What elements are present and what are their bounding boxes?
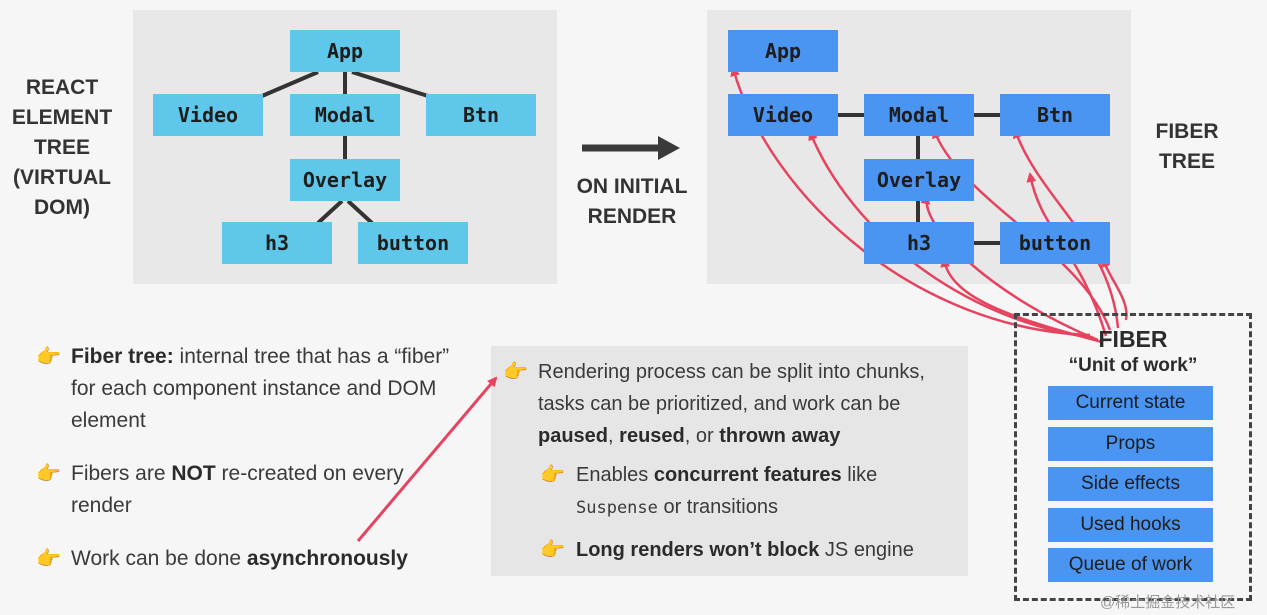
bullet-rendering-process: 👉 Rendering process can be split into ch… <box>503 356 958 452</box>
fiber-node-overlay: Overlay <box>864 159 974 201</box>
react-node-modal: Modal <box>290 94 400 136</box>
fiber-node-button: button <box>1000 222 1110 264</box>
fiber-unit-title: FIBER <box>1098 326 1168 352</box>
bullet-async: 👉 Work can be done asynchronously <box>36 543 476 575</box>
pointing-hand-icon: 👉 <box>540 464 565 486</box>
pointing-hand-icon: 👉 <box>540 539 565 561</box>
bullet-fiber-tree: 👉 Fiber tree: internal tree that has a “… <box>36 341 456 437</box>
fiber-node-modal: Modal <box>864 94 974 136</box>
react-node-overlay: Overlay <box>290 159 400 201</box>
fiber-prop-props: Props <box>1048 427 1213 461</box>
react-node-app: App <box>290 30 400 72</box>
react-node-btn: Btn <box>426 94 536 136</box>
fiber-prop-queue-of-work: Queue of work <box>1048 548 1213 582</box>
fiber-node-app: App <box>728 30 838 72</box>
pointing-hand-icon: 👉 <box>36 548 61 570</box>
react-tree-edges <box>261 70 429 225</box>
fiber-node-video: Video <box>728 94 838 136</box>
fiber-prop-current-state: Current state <box>1048 386 1213 420</box>
fiber-unit-subtitle: “Unit of work” <box>1068 355 1198 376</box>
pointing-hand-icon: 👉 <box>36 346 61 368</box>
fiber-tree-edges <box>837 113 1000 245</box>
transition-label: ON INITIAL RENDER <box>576 175 688 228</box>
async-pointer-arrow <box>356 376 498 542</box>
react-node-video: Video <box>153 94 263 136</box>
fiber-prop-side-effects: Side effects <box>1048 467 1213 501</box>
fiber-tree-label: FIBER TREE <box>1155 120 1219 173</box>
react-node-h3: h3 <box>222 222 332 264</box>
pointing-hand-icon: 👉 <box>36 463 61 485</box>
react-tree-label: REACT ELEMENT TREE (VIRTUAL DOM) <box>11 76 113 219</box>
fiber-unit-box <box>1014 313 1252 601</box>
fiber-prop-used-hooks: Used hooks <box>1048 508 1213 542</box>
watermark: @稀土掘金技术社区 <box>1100 594 1236 611</box>
fiber-node-btn: Btn <box>1000 94 1110 136</box>
details-box <box>491 346 968 576</box>
bullet-not-recreated: 👉 Fibers are NOT re-created on every ren… <box>36 458 416 522</box>
fiber-node-h3: h3 <box>864 222 974 264</box>
pointing-hand-icon: 👉 <box>503 361 528 383</box>
bullet-concurrent-features: 👉 Enables concurrent features like Suspe… <box>540 459 960 524</box>
react-node-button: button <box>358 222 468 264</box>
bullet-long-renders: 👉 Long renders won’t block JS engine <box>540 534 960 566</box>
